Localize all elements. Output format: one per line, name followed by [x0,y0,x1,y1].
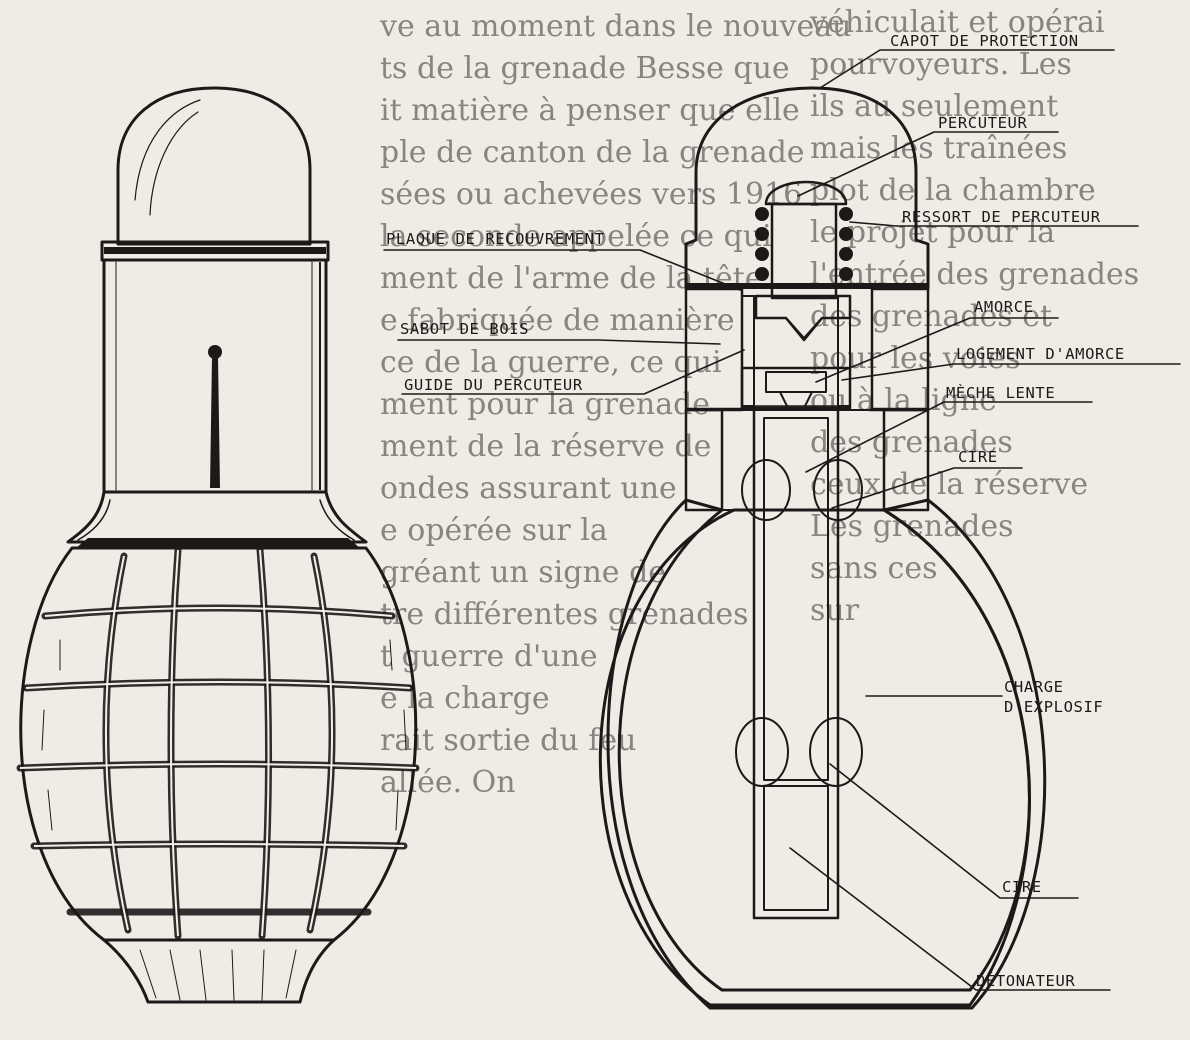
wax-top [741,459,791,521]
label-cover-plate: PLAQUE DE RECOUVREMENT [386,230,605,248]
background-text-line: sées ou achevées vers 1916 [380,177,802,212]
background-text-line: sur [810,593,860,628]
background-text-line: tre différentes grenades [380,597,749,632]
exterior-cap [116,86,312,246]
label-pin-guide: GUIDE DU PERCUTEUR [404,376,583,394]
label-wood-sleeve: SABOT DE BOIS [400,320,529,338]
background-text-line: ils au seulement [810,89,1058,124]
labels: CAPOT DE PROTECTION PERCUTEUR RESSORT DE… [386,32,1125,990]
wax-bottom [735,717,789,787]
label-primer: AMORCE [974,298,1034,316]
background-text-line: ple de canton de la grenade [380,135,805,170]
background-text-line: rait sortie du feu [380,723,636,758]
background-text-line: des grenades [810,425,1013,460]
detonator [763,785,829,911]
firing-pin-head [764,180,848,206]
background-text-line: ceux de la réserve [810,467,1088,502]
background-text-left: ve au moment dans le nouveau ts de la gre… [379,9,851,800]
cover-plate [686,283,928,289]
label-slow-fuse: MÈCHE LENTE [946,383,1055,402]
background-text-line: ment de la réserve de [380,429,711,464]
background-text-line: t guerre d'une [380,639,598,674]
label-detonator: DÉTONATEUR [976,971,1075,990]
background-text-line: sans ces [810,551,938,586]
background-text-line: gréant un signe de [380,555,666,590]
background-text-line: ment de l'arme de la tête [380,261,763,296]
background-text-line: ou à la ligne [810,383,997,418]
background-text-line: Les grenades [810,509,1013,544]
label-firing-pin: PERCUTEUR [938,114,1027,132]
exterior-pin [210,356,220,488]
leader-lines [383,49,1181,991]
firing-spring [755,207,853,281]
exterior-band [100,240,330,262]
background-text-right: véhiculait et opérai pourvoyeurs. Les ils … [809,5,1139,628]
background-text-line: plot de la chambre [810,173,1096,208]
background-text-line: pourvoyeurs. Les [810,47,1072,82]
grenade-exterior [16,86,420,1004]
background-text-line: véhiculait et opérai [809,5,1105,40]
slow-fuse [763,417,829,781]
background-text-line: la seconde appelée ce qui [380,219,772,254]
label-primer-housing: LOGEMENT D'AMORCE [956,345,1125,363]
exterior-base [102,938,336,1004]
label-charge-line1: CHARGE [1004,678,1064,696]
label-wax-top: CIRE [958,448,998,466]
background-text-line: ts de la grenade Besse que [380,51,790,86]
background-text-line: ondes assurant une [380,471,677,506]
label-protective-cap: CAPOT DE PROTECTION [890,32,1079,50]
label-wax-bottom: CIRE [1002,878,1042,896]
background-text-line: ve au moment dans le nouveau [379,9,851,44]
background-text-line: e opérée sur la [380,513,608,548]
background-text-line: it matière à penser que elle [380,93,800,128]
background-text-line: mais les traînées [810,131,1067,166]
label-charge-line2: D'EXPLOSIF [1004,698,1103,716]
label-firing-spring: RESSORT DE PERCUTEUR [902,208,1101,226]
exterior-pin-head [208,345,222,359]
iron-shell [606,498,1047,1010]
firing-pin [770,202,838,300]
grenade-cross-section [598,86,1047,1010]
section-cap [684,86,930,290]
background-text-line: ment pour la grenade [380,387,710,422]
background-text-line: ce de la guerre, ce qui [380,345,722,380]
background-text-line: e fabriquée de manière [380,303,735,338]
